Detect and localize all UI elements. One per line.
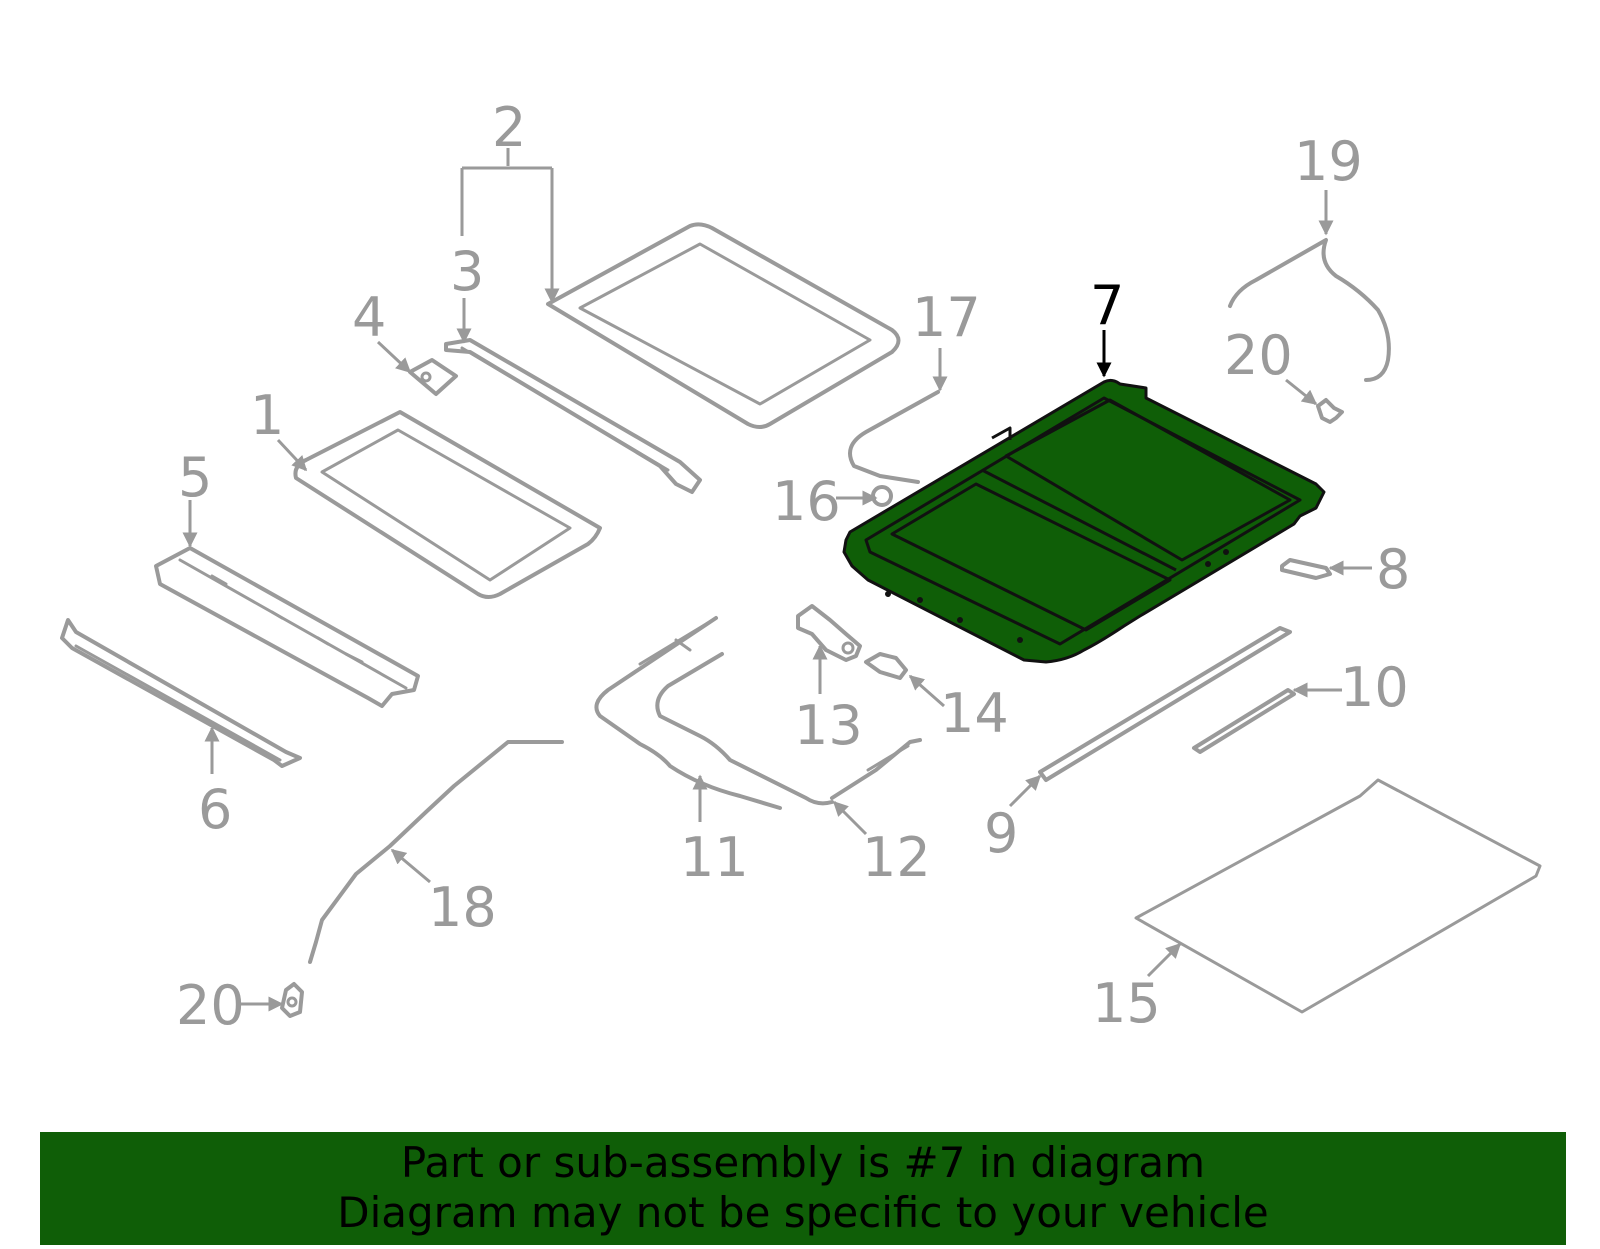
part-14-bracket[interactable] [864,652,908,680]
callout-9: 9 [984,802,1018,865]
part-9-rail[interactable] [1038,626,1292,782]
callout-14: 14 [940,682,1009,745]
part-2-glass-panel[interactable] [546,222,901,429]
part-19-drain-hose[interactable] [1228,238,1391,382]
banner-line-2: Diagram may not be specific to your vehi… [337,1188,1269,1237]
part-20-clip-right[interactable] [1316,398,1344,424]
part-8-bracket[interactable] [1280,558,1332,580]
part-16-clip[interactable] [871,485,893,507]
callout-5: 5 [178,446,212,509]
part-15-panel[interactable] [1134,778,1542,1014]
callout-19: 19 [1294,130,1363,193]
callout-10: 10 [1340,656,1409,719]
info-banner: Part or sub-assembly is #7 in diagram Di… [40,1132,1566,1245]
part-20-clip-left[interactable] [280,982,304,1018]
banner-line-1: Part or sub-assembly is #7 in diagram [400,1138,1206,1187]
callout-15: 15 [1092,972,1161,1035]
part-13-motor[interactable] [796,604,862,662]
callout-1: 1 [250,384,284,447]
part-3-front-rail[interactable] [444,338,702,494]
part-1-glass-panel[interactable] [293,410,602,599]
callout-12: 12 [862,826,931,889]
callout-13: 13 [794,694,863,757]
callout-20-left: 20 [176,974,245,1037]
callout-16: 16 [772,470,841,533]
part-5-deflector[interactable] [154,546,420,708]
callout-8: 8 [1376,538,1410,601]
part-6-seal-strip[interactable] [60,618,302,768]
part-7-sunroof-frame-assembly[interactable] [842,378,1326,664]
callout-7: 7 [1090,274,1124,337]
callout-11: 11 [680,826,749,889]
part-10-rail[interactable] [1192,688,1296,754]
part-17-drain-hose[interactable] [848,390,940,484]
callout-2: 2 [492,96,526,159]
callout-18: 18 [428,876,497,939]
callout-20-right: 20 [1224,324,1293,387]
callout-3: 3 [450,240,484,303]
part-4-bracket[interactable] [408,358,458,396]
part-18-drain-hose[interactable] [308,740,564,964]
leader-lines [182,148,1372,1012]
part-12-drive-bracket[interactable] [830,738,922,800]
callout-17: 17 [912,286,981,349]
part-11-cable[interactable] [594,616,834,810]
callout-6: 6 [198,778,232,841]
callout-4: 4 [352,286,386,349]
